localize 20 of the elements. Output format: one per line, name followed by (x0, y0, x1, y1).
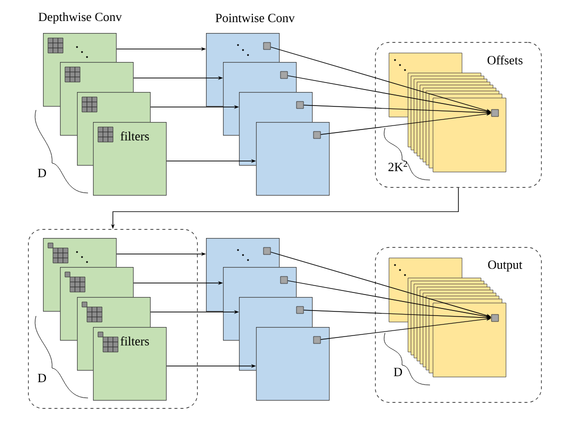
dashed-group-box (28, 229, 198, 409)
dimension-label: D (38, 168, 46, 178)
dimension-label: D (394, 368, 402, 376)
position-marker (280, 276, 288, 284)
feature-map-sheet: filters (93, 122, 167, 196)
dimension-label: 2K$^{2}$ (388, 160, 408, 172)
position-marker (296, 306, 304, 314)
feature-map-sheet (256, 122, 330, 196)
position-marker (491, 314, 499, 322)
position-marker (491, 109, 499, 117)
position-marker (280, 71, 288, 79)
position-marker (296, 101, 304, 109)
column-heading: Pointwise Conv (216, 14, 295, 22)
position-marker (263, 247, 271, 255)
position-marker (313, 131, 321, 139)
feature-map-sheet (256, 327, 330, 401)
dimension-label: D (38, 374, 46, 382)
position-marker (313, 336, 321, 344)
feature-map-sheet: filters (93, 327, 167, 401)
position-marker (263, 42, 271, 50)
